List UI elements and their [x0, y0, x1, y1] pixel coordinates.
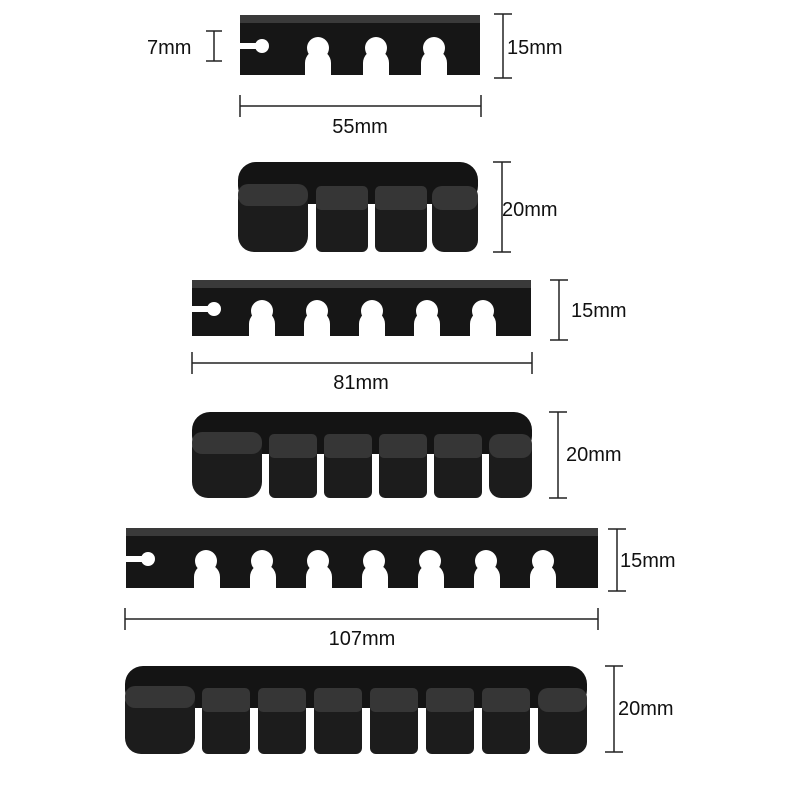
- front-view-large-slot-block-top: [370, 688, 418, 712]
- side-view-small-end-slit: [240, 43, 262, 49]
- side-view-medium-end-slit: [192, 306, 214, 312]
- side-view-large-top-edge: [126, 528, 598, 536]
- front-view-large-end-block-top: [538, 688, 587, 712]
- side-view-medium-width-label: 81mm: [333, 372, 389, 394]
- front-view-medium-slot-block-top: [379, 434, 427, 458]
- side-view-large-hole: [195, 550, 217, 572]
- front-view-medium: [192, 412, 532, 498]
- front-view-large: [125, 666, 587, 754]
- side-view-small-width-label: 55mm: [332, 116, 388, 138]
- front-view-small: [238, 162, 478, 252]
- side-view-small-width-dimension: [239, 95, 482, 117]
- front-view-small-slot-block-top: [316, 186, 368, 210]
- side-view-medium-hole: [361, 300, 383, 322]
- side-view-medium-height-label: 15mm: [571, 300, 627, 322]
- front-view-large-slot-block-top: [314, 688, 362, 712]
- side-view-large-body: [126, 528, 598, 588]
- side-view-medium-hole: [306, 300, 328, 322]
- front-view-medium-height-label: 20mm: [566, 444, 622, 466]
- side-view-medium-hole: [472, 300, 494, 322]
- side-view-large-height-dimension: [608, 528, 626, 592]
- side-view-medium-top-edge: [192, 280, 531, 288]
- front-view-large-slot-block-top: [482, 688, 530, 712]
- side-view-large-hole: [307, 550, 329, 572]
- side-view-small-hole: [423, 37, 445, 59]
- side-view-large-hole: [419, 550, 441, 572]
- front-view-medium-height-dimension: [549, 411, 567, 499]
- front-view-medium-end-block-top: [489, 434, 532, 458]
- side-view-large-height-label: 15mm: [620, 550, 676, 572]
- front-view-small-height-dimension: [493, 161, 511, 253]
- front-view-large-slot-block-top: [426, 688, 474, 712]
- side-view-medium-hole: [251, 300, 273, 322]
- side-view-small-hole: [307, 37, 329, 59]
- front-view-small-slot-block-top: [375, 186, 427, 210]
- front-view-medium-end-block-top: [192, 432, 262, 454]
- side-view-large-width-label: 107mm: [329, 628, 396, 650]
- front-view-large-slot-block-top: [202, 688, 250, 712]
- front-view-large-height-label: 20mm: [618, 698, 674, 720]
- front-view-large-height-dimension: [605, 665, 623, 753]
- side-view-large-hole: [475, 550, 497, 572]
- front-view-medium-slot-block-top: [434, 434, 482, 458]
- front-view-small-end-block-top: [238, 184, 308, 206]
- side-view-large-hole: [251, 550, 273, 572]
- side-view-large: [126, 528, 598, 588]
- side-view-small-height-label: 15mm: [507, 37, 563, 59]
- side-view-large-hole: [363, 550, 385, 572]
- hole-dimension: [206, 30, 222, 62]
- side-view-medium-width-dimension: [191, 352, 533, 374]
- front-view-large-end-block-top: [125, 686, 195, 708]
- front-view-large-slot-block-top: [258, 688, 306, 712]
- front-view-small-end-block-top: [432, 186, 478, 210]
- side-view-medium-hole: [416, 300, 438, 322]
- side-view-small-hole: [365, 37, 387, 59]
- side-view-small-height-dimension: [494, 13, 512, 79]
- side-view-large-width-dimension: [124, 608, 599, 630]
- side-view-medium: [192, 280, 531, 336]
- side-view-small-body: [240, 15, 480, 75]
- side-view-small-top-edge: [240, 15, 480, 23]
- side-view-large-hole: [532, 550, 554, 572]
- side-view-small: [240, 15, 480, 75]
- side-view-medium-height-dimension: [550, 279, 568, 341]
- hole-dimension-label: 7mm: [147, 37, 191, 59]
- side-view-large-end-slit: [126, 556, 148, 562]
- front-view-medium-slot-block-top: [269, 434, 317, 458]
- front-view-medium-slot-block-top: [324, 434, 372, 458]
- front-view-small-height-label: 20mm: [502, 199, 558, 221]
